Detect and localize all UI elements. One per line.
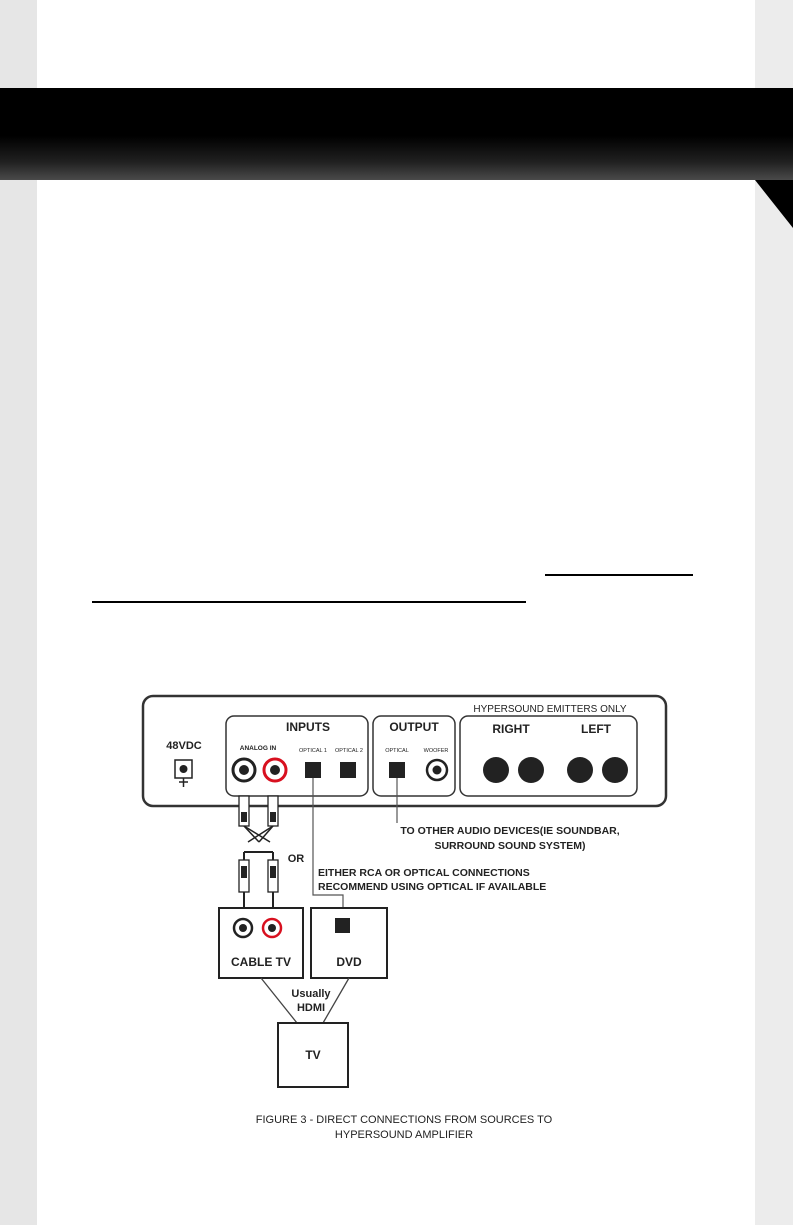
cable-tv-box xyxy=(218,907,304,979)
right-margin-strip xyxy=(755,0,793,1225)
output-group xyxy=(372,715,456,797)
optical2-label: OPTICAL 2 xyxy=(335,748,363,754)
figure-caption-line1: FIGURE 3 - DIRECT CONNECTIONS FROM SOURC… xyxy=(256,1114,553,1126)
right-label: RIGHT xyxy=(492,722,530,736)
woofer-jack-center xyxy=(432,765,442,775)
hdmi-note-line2: HDMI xyxy=(297,1002,325,1014)
document-page xyxy=(37,0,755,1225)
right-emitter-port-2 xyxy=(518,757,544,783)
dvd-optical-out xyxy=(335,918,350,933)
left-margin-strip xyxy=(0,0,37,1225)
optical1-label: OPTICAL 1 xyxy=(299,748,327,754)
dvd-label: DVD xyxy=(336,955,362,969)
figure-caption-line2: HYPERSOUND AMPLIFIER xyxy=(335,1129,473,1141)
left-emitter-port-1 xyxy=(567,757,593,783)
or-label: OR xyxy=(288,853,305,865)
rca-white-jack-center xyxy=(239,765,249,775)
output-title: OUTPUT xyxy=(389,720,439,734)
rca-cable-assembly xyxy=(238,795,279,908)
hdmi-link-cable-tv xyxy=(260,977,298,1024)
header-banner xyxy=(0,88,793,180)
analog-in-label: ANALOG IN xyxy=(240,745,277,752)
output-optical-label: OPTICAL xyxy=(385,748,409,754)
either-note-line2: RECOMMEND USING OPTICAL IF AVAILABLE xyxy=(318,881,546,893)
hdmi-note-line1: Usually xyxy=(291,988,331,1000)
optical1-cable xyxy=(312,778,344,918)
tv-box xyxy=(277,1022,349,1088)
power-label: 48VDC xyxy=(166,740,202,752)
hyperlink-underline[interactable] xyxy=(545,574,693,576)
tv-label: TV xyxy=(305,1048,320,1062)
left-label: LEFT xyxy=(581,722,612,736)
other-devices-note-line2: SURROUND SOUND SYSTEM) xyxy=(434,840,585,852)
optical1-port xyxy=(305,762,321,778)
either-note-line1: EITHER RCA OR OPTICAL CONNECTIONS xyxy=(318,867,530,879)
optical2-port xyxy=(340,762,356,778)
woofer-label: WOOFER xyxy=(424,748,449,754)
rca-red-jack-center xyxy=(270,765,280,775)
inputs-group xyxy=(225,715,369,797)
other-devices-note-line1: TO OTHER AUDIO DEVICES(IE SOUNDBAR, xyxy=(400,825,619,837)
hdmi-link-dvd xyxy=(322,977,350,1024)
inputs-title: INPUTS xyxy=(286,720,330,734)
power-jack-pin xyxy=(179,765,188,773)
emitters-group xyxy=(459,715,638,797)
cable-tv-red-out-center xyxy=(268,924,276,932)
hyperlink-underline[interactable] xyxy=(92,601,526,603)
cable-tv-label: CABLE TV xyxy=(231,955,291,969)
left-emitter-port-2 xyxy=(602,757,628,783)
right-emitter-port-1 xyxy=(483,757,509,783)
output-optical-port xyxy=(389,762,405,778)
cable-tv-white-out-center xyxy=(239,924,247,932)
emitters-title: HYPERSOUND EMITTERS ONLY xyxy=(473,704,626,715)
